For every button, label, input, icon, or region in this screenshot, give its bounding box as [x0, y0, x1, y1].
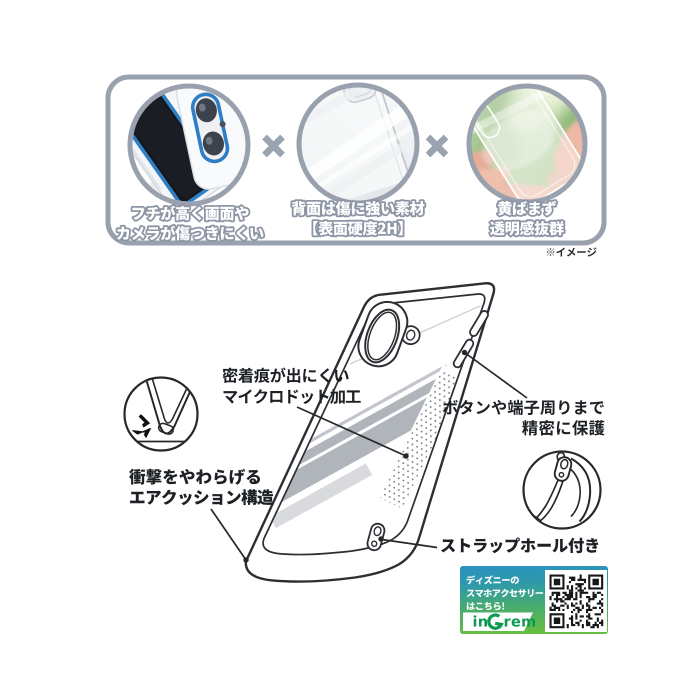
detail-circle-air-cushion — [123, 376, 199, 452]
label-strap-hole: ストラップホール付き — [441, 537, 599, 554]
features-panel: フチが高く画面や カメラが傷つきにくい — [105, 74, 607, 246]
text-line-path — [129, 468, 260, 485]
text-line-path — [130, 489, 274, 506]
text-line-path — [311, 219, 405, 238]
text-line-path — [473, 615, 487, 627]
text-line-path — [546, 247, 597, 257]
feature-caption-scratch-resistant: 背面は傷に強い素材 【表面硬度2H】 — [290, 199, 427, 238]
text-line-path — [466, 602, 505, 611]
label-buttons: ボタンや端子周りまで精密に保護 — [442, 399, 605, 436]
promo-banner: ディズニーのスマホアクセサリーはこちら! ingrem — [460, 566, 608, 634]
strap-eyelet — [366, 522, 386, 552]
image-disclaimer-note: ※イメージ — [546, 247, 597, 257]
feature-photo-ring — [127, 83, 251, 207]
case-diagram: 密着痕が出にくいマイクロドット加工 ボタンや端子周りまで精密に保護 衝撃をやわら… — [123, 282, 605, 583]
detail-circle-strap — [522, 450, 602, 530]
leader-lines — [210, 349, 528, 563]
feature-caption-no-yellowing: 黄ばまず 透明感抜群 — [488, 199, 566, 238]
text-line-path — [441, 537, 599, 554]
multiply-icon — [425, 134, 449, 158]
text-line-path — [488, 219, 566, 238]
text-line-path — [442, 399, 604, 415]
text-line-path — [130, 203, 251, 223]
text-line-path — [115, 223, 266, 243]
case-inner-outline — [262, 293, 486, 556]
text-line-path — [504, 618, 535, 627]
qr-code — [545, 570, 607, 632]
text-line-path — [522, 420, 605, 436]
camera-cutout — [357, 300, 421, 368]
multiply-icon — [262, 134, 285, 158]
text-line-path — [466, 575, 519, 585]
text-line-path — [222, 367, 349, 383]
label-microdot: 密着痕が出にくいマイクロドット加工 — [222, 367, 361, 404]
text-line-path — [223, 389, 361, 404]
label-air-cushion: 衝撃をやわらげるエアクッション構造 — [129, 468, 274, 506]
impact-bolt-icon — [132, 414, 151, 438]
text-line-path — [290, 199, 427, 218]
feature-item-edge-protection: フチが高く画面や カメラが傷つきにくい — [115, 83, 266, 243]
feature-caption-edge-protection: フチが高く画面や カメラが傷つきにくい — [115, 203, 266, 243]
ingrem-logo: ingrem — [463, 612, 535, 631]
promo-banner-text: ディズニーのスマホアクセサリーはこちら! — [466, 575, 544, 611]
text-line-path — [466, 588, 544, 598]
text-line-path — [496, 199, 559, 218]
